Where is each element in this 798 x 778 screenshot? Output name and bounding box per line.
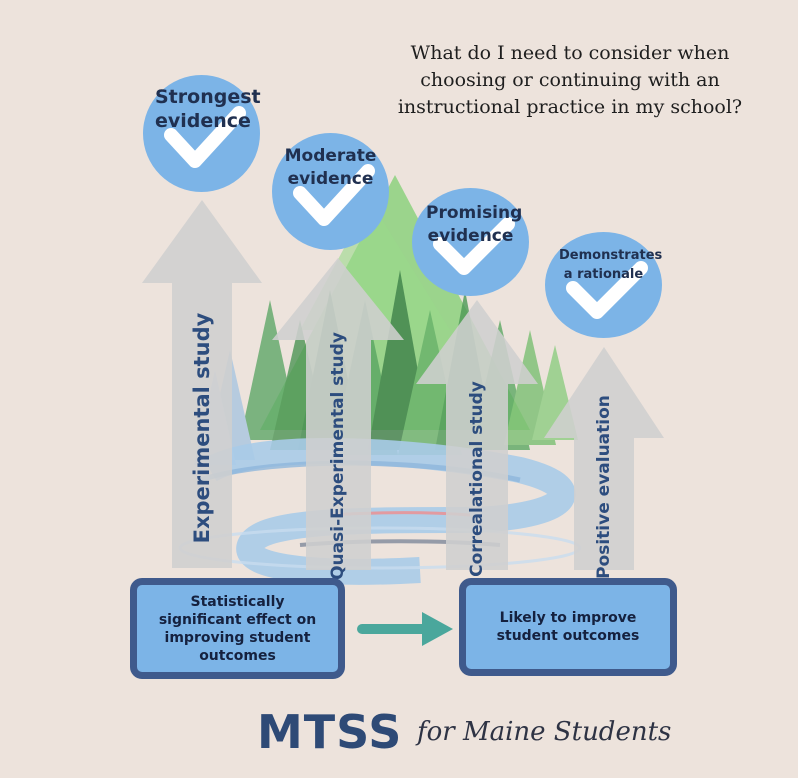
logo-sub: for Maine Students — [417, 717, 672, 747]
evidence-label: Moderate evidence — [284, 146, 377, 189]
question-heading: What do I need to consider when choosing… — [397, 42, 743, 118]
outcome-box-significant: Statistically significant effect on impr… — [130, 578, 345, 679]
evidence-circle-moderate: Moderate evidence — [272, 133, 389, 250]
outcome-box-likely: Likely to improve student outcomes — [459, 578, 677, 676]
tier-arrow-2 — [272, 258, 404, 570]
study-label: Experimental study — [190, 312, 214, 544]
evidence-label: Demonstrates a rationale — [559, 248, 663, 282]
connector-arrow-icon — [357, 612, 453, 646]
evidence-circle-strongest: Strongest evidence — [143, 75, 261, 192]
logo-main: MTSS — [257, 705, 403, 759]
tier-arrow-3 — [416, 300, 538, 570]
checkmark-icon — [293, 164, 375, 226]
evidence-label: Promising evidence — [426, 203, 523, 246]
evidence-circle-rationale: Demonstrates a rationale — [545, 232, 662, 338]
tier-arrow-4 — [544, 347, 664, 570]
checkmark-icon — [433, 217, 515, 275]
study-label: Quasi-Experimental study — [328, 332, 348, 580]
evidence-label: Strongest evidence — [155, 86, 261, 132]
tier-arrow-1 — [142, 200, 262, 568]
mtss-logo: MTSS for Maine Students — [257, 705, 671, 759]
checkmark-icon — [566, 261, 648, 319]
evidence-circle-promising: Promising evidence — [412, 188, 529, 296]
checkmark-icon — [164, 106, 246, 168]
